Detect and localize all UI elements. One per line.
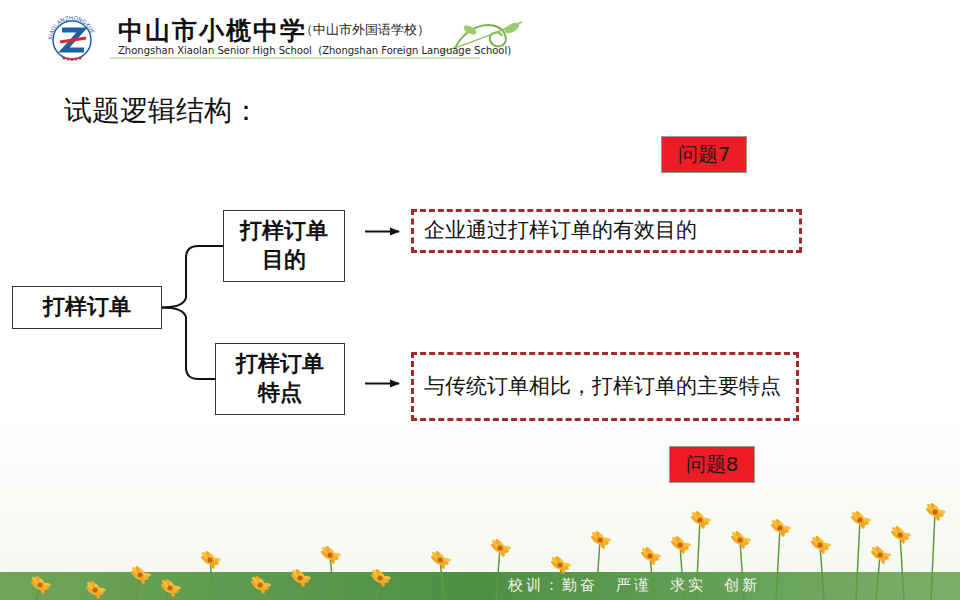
logo-ring-text: XIAOLANZHONGXUE — [47, 15, 96, 40]
node-text-group: 问题8 — [686, 451, 739, 478]
logo-stripe — [60, 38, 86, 42]
flower-center — [878, 553, 883, 558]
process-box: 打样订单目的 — [223, 210, 345, 282]
flower-stem — [776, 528, 780, 600]
school-motto: 校训：勤奋 严谨 求实 创新 — [508, 576, 760, 595]
flower-center — [698, 518, 703, 523]
node-text: 与传统订单相比，打样订单的主要特点 — [424, 373, 781, 400]
flower-center — [328, 553, 333, 558]
flower-center — [258, 583, 263, 588]
flower-center — [208, 558, 213, 563]
node-text: 打样订单特点 — [235, 350, 325, 407]
flower-center — [678, 543, 683, 548]
flower-center — [598, 538, 603, 543]
node-text-group: 与传统订单相比，打样订单的主要特点 — [424, 373, 781, 400]
flower-center — [138, 573, 143, 578]
flower-center — [558, 563, 563, 568]
flower-center — [778, 526, 783, 531]
slide-title: 试题逻辑结构： — [64, 92, 260, 130]
flower-center — [93, 588, 98, 593]
flower-stem — [900, 535, 904, 600]
flower-center — [438, 558, 443, 563]
flower-center — [168, 586, 173, 591]
node-text: 问题7 — [678, 141, 731, 168]
flower-stem — [876, 555, 880, 600]
dashed-answer-box: 企业通过打样订单的有效目的 — [411, 209, 802, 253]
logo-ring — [53, 21, 91, 59]
node-text: 问题8 — [686, 451, 739, 478]
brace-connector — [162, 246, 223, 308]
flower-center — [933, 510, 938, 515]
flower-center — [858, 518, 863, 523]
logo-ring-text: XIAOLANZHONGXUE — [47, 15, 96, 40]
node-text: 打样订单目的 — [239, 217, 329, 274]
dashed-answer-box: 与传统订单相比，打样订单的主要特点 — [411, 352, 799, 421]
arrow-connector — [365, 231, 399, 233]
flower-center — [38, 583, 43, 588]
flower-stem — [496, 548, 500, 600]
node-text-group: 打样订单目的 — [239, 217, 329, 274]
flowers — [30, 502, 946, 600]
node-text: 打样订单 — [43, 293, 131, 322]
node-text-group: 问题7 — [678, 141, 731, 168]
school-name: 中山市小榄中学 — [118, 14, 307, 47]
node-text-group: 打样订单特点 — [235, 350, 325, 407]
process-box: 打样订单特点 — [215, 343, 345, 415]
question-tag: 问题8 — [669, 446, 755, 483]
flower-center — [648, 554, 653, 559]
node-text-group: 打样订单 — [43, 293, 131, 322]
question-tag: 问题7 — [661, 136, 747, 173]
node-text: 企业通过打样订单的有效目的 — [424, 217, 697, 244]
header-line — [110, 58, 480, 59]
flower-center — [498, 546, 503, 551]
flower-center — [298, 576, 303, 581]
flower-center — [738, 538, 743, 543]
leaf — [503, 21, 521, 36]
logo-stars — [62, 56, 81, 61]
flower-center — [818, 543, 823, 548]
flower-stem — [931, 512, 935, 600]
school-english: Zhongshan Xiaolan Senior High School (Zh… — [118, 45, 511, 56]
node-text-group: 企业通过打样订单的有效目的 — [424, 217, 697, 244]
process-box: 打样订单 — [12, 286, 162, 329]
flower-stem — [856, 520, 860, 600]
flower-center — [378, 576, 383, 581]
school-alt-name: （中山市外国语学校） — [300, 21, 430, 39]
footer-band — [0, 572, 960, 600]
brace-connector — [162, 308, 215, 380]
flower-center — [898, 533, 903, 538]
arrow-connector — [365, 383, 399, 385]
leaf — [462, 23, 478, 36]
